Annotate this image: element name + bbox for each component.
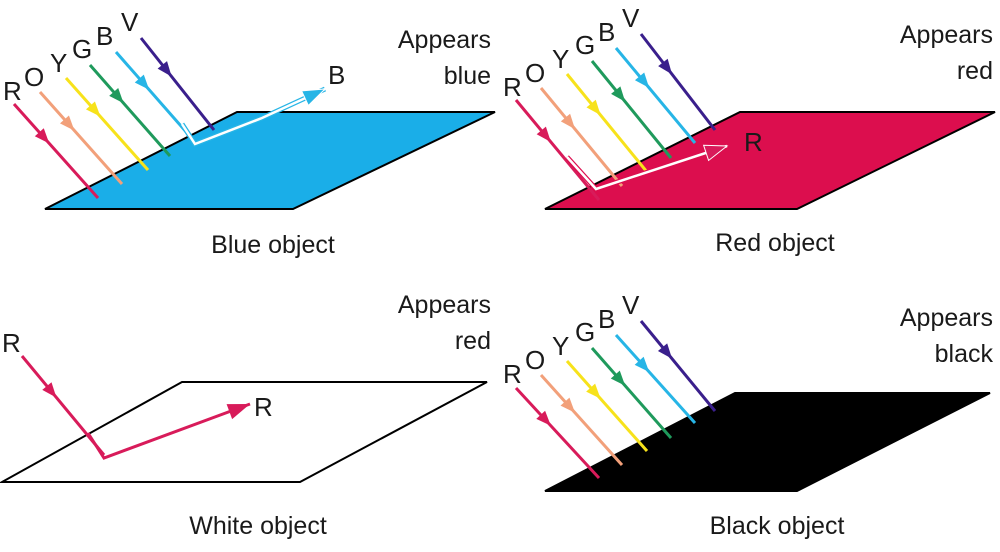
appears-line-2: blue <box>444 62 491 90</box>
ray-letters: R O Y G B V <box>503 290 640 389</box>
incident-rays <box>514 33 717 201</box>
incident-ray-o <box>539 87 624 187</box>
incident-ray-g <box>88 64 172 157</box>
caption-black-object: Black object <box>710 512 845 540</box>
incident-arrow-v <box>657 343 673 359</box>
incident-arrow-b <box>634 356 650 372</box>
reflected-ray-line <box>566 144 728 191</box>
appears-line-2: red <box>957 57 993 85</box>
reflected-ray-line <box>86 402 251 460</box>
ray-letter-y: Y <box>50 48 67 78</box>
appears-line-1: Appears <box>900 21 993 49</box>
incident-arrow-y <box>586 383 601 399</box>
incident-ray-v <box>639 320 717 412</box>
caption-red-object: Red object <box>715 229 835 257</box>
appears-line-1: Appears <box>900 304 993 332</box>
blue-object-surface <box>44 111 496 210</box>
ray-letter-o: O <box>525 345 545 375</box>
incident-ray-v <box>139 37 216 131</box>
incident-arrow-r <box>536 410 551 426</box>
panel-black: R O Y G B V Appears black Black object <box>503 290 993 540</box>
ray-letter-y: Y <box>552 44 569 74</box>
incident-arrow-r <box>536 126 551 142</box>
ray-letters: R O Y G B V <box>503 3 640 102</box>
reflected-letter: R <box>744 127 763 157</box>
appears-line-1: Appears <box>398 291 491 319</box>
ray-letter-g: G <box>575 317 595 347</box>
incident-ray-g <box>590 347 673 439</box>
incident-ray-r <box>12 103 100 199</box>
appears-line-2: black <box>935 340 994 368</box>
incident-ray-b <box>614 47 697 144</box>
red-object-surface <box>544 111 996 210</box>
incident-arrow-v <box>658 58 673 75</box>
ray-letter-b: B <box>96 21 113 51</box>
incident-arrow-g <box>610 370 626 386</box>
reflected-ray <box>179 86 327 148</box>
incident-arrow-o <box>560 113 576 130</box>
panel-red: R O Y G B V R Appears red Red object <box>503 3 996 257</box>
incident-arrow-b <box>134 74 150 90</box>
appears-line-2: red <box>455 327 491 355</box>
reflected-arrowhead <box>300 88 327 107</box>
ray-letter-r: R <box>503 359 522 389</box>
ray-letter-v: V <box>622 290 640 320</box>
panel-white: R R Appears red White object <box>0 291 491 540</box>
reflected-ray <box>86 402 251 460</box>
ray-letter-r: R <box>503 72 522 102</box>
white-object-surface <box>0 381 488 483</box>
incident-ray-y <box>565 73 649 173</box>
incident-arrow-y <box>586 99 601 116</box>
reflected-ray <box>565 143 729 192</box>
ray-letter-r: R <box>2 328 21 358</box>
incident-ray-r <box>514 386 601 480</box>
incident-arrow-r <box>42 382 57 398</box>
ray-letter-g: G <box>72 34 92 64</box>
incident-ray-o <box>539 373 624 467</box>
ray-letter-o: O <box>24 62 44 92</box>
caption-blue-object: Blue object <box>211 231 335 259</box>
ray-letter-y: Y <box>552 331 569 361</box>
reflected-letter: R <box>254 392 273 422</box>
appears-line-1: Appears <box>398 26 491 54</box>
ray-letter-r: R <box>3 76 22 106</box>
ray-letter-g: G <box>575 30 595 60</box>
incident-ray-g <box>590 60 673 159</box>
incident-ray-o <box>38 91 124 185</box>
black-object-surface <box>544 392 991 492</box>
reflected-arrowhead <box>226 404 250 420</box>
incident-arrow-g <box>109 87 124 104</box>
incident-arrow-v <box>157 61 172 77</box>
incident-ray-r <box>514 99 601 201</box>
incident-ray-b <box>614 333 697 425</box>
reflected-letter: B <box>328 60 345 90</box>
incident-ray-v <box>639 33 717 131</box>
incident-arrow-b <box>634 72 650 88</box>
reflected-ray-line <box>180 87 326 146</box>
ray-letter-v: V <box>121 7 139 37</box>
incident-arrow-y <box>85 101 101 117</box>
incident-rays <box>12 37 216 199</box>
incident-ray-y <box>64 77 150 171</box>
incident-arrow-o <box>59 115 75 131</box>
incident-arrow-g <box>611 86 626 102</box>
ray-letter-b: B <box>598 304 615 334</box>
reflected-arrowhead <box>702 144 729 162</box>
incident-ray-y <box>565 360 649 452</box>
incident-arrow-o <box>560 397 576 413</box>
ray-letter-o: O <box>525 58 545 88</box>
panel-blue: R O Y G B V B Appears blue Blue object <box>3 7 496 259</box>
ray-letter-b: B <box>598 17 615 47</box>
caption-white-object: White object <box>189 512 327 540</box>
incident-rays <box>514 320 717 480</box>
ray-letter-v: V <box>622 3 640 33</box>
ray-letters: R O Y G B V <box>3 7 139 106</box>
incident-arrow-r <box>34 128 50 144</box>
